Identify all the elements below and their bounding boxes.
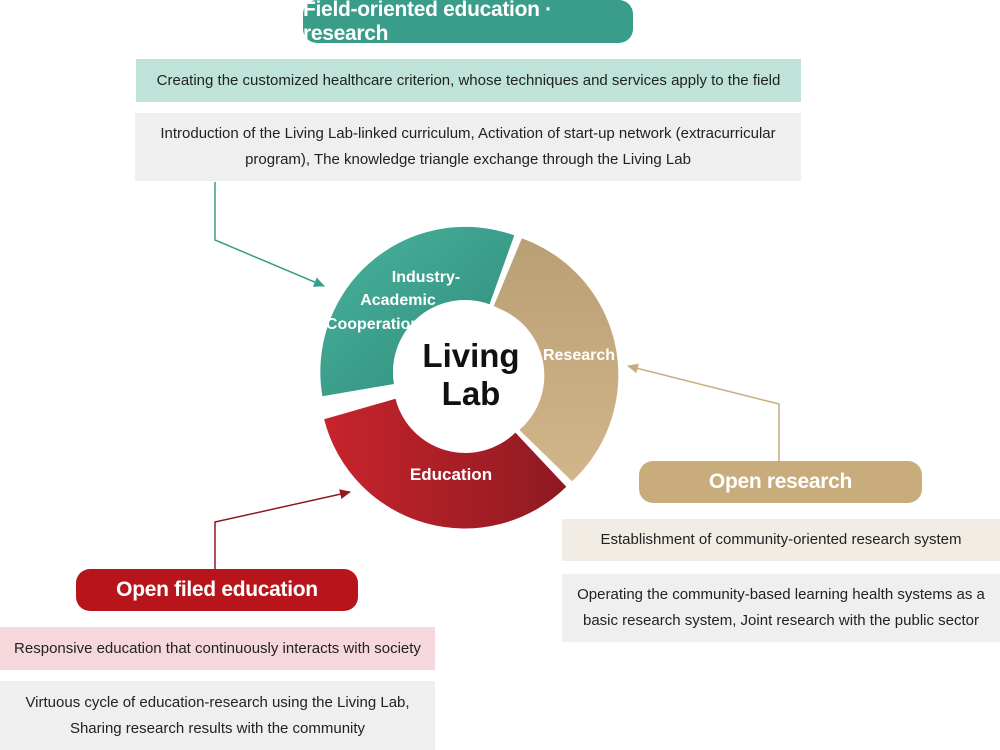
open-research-title: Open research (639, 461, 922, 503)
center-hub (393, 300, 537, 444)
education-label: Education (410, 465, 492, 484)
center-title-line2: Lab (442, 375, 501, 412)
education-segment (324, 398, 567, 529)
industry-label-line3: Cooperation (326, 316, 420, 333)
industry-label-line1: Industry- (392, 269, 460, 286)
top-description-1: Creating the customized healthcare crite… (136, 59, 801, 102)
research-label: Research (543, 347, 615, 364)
left-description-2: Virtuous cycle of education-research usi… (0, 681, 435, 750)
field-oriented-title: Field-oriented education · research (303, 0, 633, 45)
open-field-education-title: Open filed education (76, 569, 358, 611)
industry-label-line2: Academic (360, 292, 436, 309)
center-title-line1: Living (422, 337, 519, 374)
arrow-top-to-industry (214, 182, 325, 287)
industry-academic-segment (320, 226, 515, 397)
right-description-2: Operating the community-based learning h… (562, 574, 1000, 642)
arrow-right-to-research (627, 363, 780, 462)
arrow-left-to-education (214, 489, 351, 571)
top-description-2: Introduction of the Living Lab-linked cu… (135, 113, 801, 181)
left-description-1: Responsive education that continuously i… (0, 627, 435, 670)
right-description-1: Establishment of community-oriented rese… (562, 519, 1000, 561)
research-segment (493, 238, 619, 482)
